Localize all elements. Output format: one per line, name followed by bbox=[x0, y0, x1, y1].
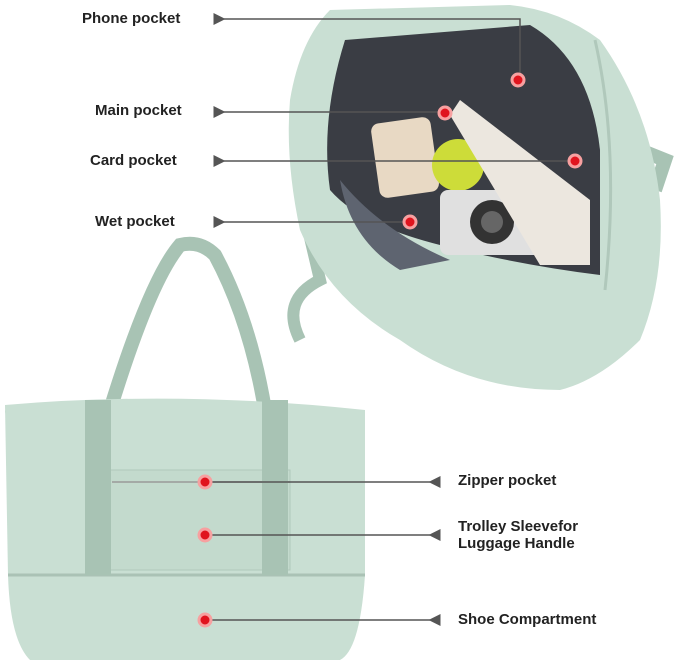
label-wet-pocket: Wet pocket bbox=[95, 213, 175, 230]
dot-trolley-sleeve bbox=[197, 527, 213, 543]
label-trolley-sleeve: Trolley Sleevefor bbox=[458, 518, 579, 535]
callout-lines bbox=[205, 13, 575, 626]
label-shoe-compartment: Shoe Compartment bbox=[458, 611, 597, 628]
dot-card-pocket bbox=[567, 153, 583, 169]
label-card-pocket: Card pocket bbox=[90, 152, 177, 169]
dot-main-pocket bbox=[437, 105, 453, 121]
label-phone-pocket: Phone pocket bbox=[82, 10, 181, 27]
open-bag-photo bbox=[287, 5, 674, 390]
label-main-pocket: Main pocket bbox=[95, 102, 182, 119]
dot-phone-pocket bbox=[510, 72, 526, 88]
closed-bag-photo bbox=[5, 236, 365, 660]
callout-dots bbox=[197, 72, 583, 628]
dot-wet-pocket bbox=[402, 214, 418, 230]
label-luggage-handle: Luggage Handle bbox=[458, 535, 575, 552]
dot-shoe-compartment bbox=[197, 612, 213, 628]
label-zipper-pocket: Zipper pocket bbox=[458, 472, 557, 489]
dot-zipper-pocket bbox=[197, 474, 213, 490]
